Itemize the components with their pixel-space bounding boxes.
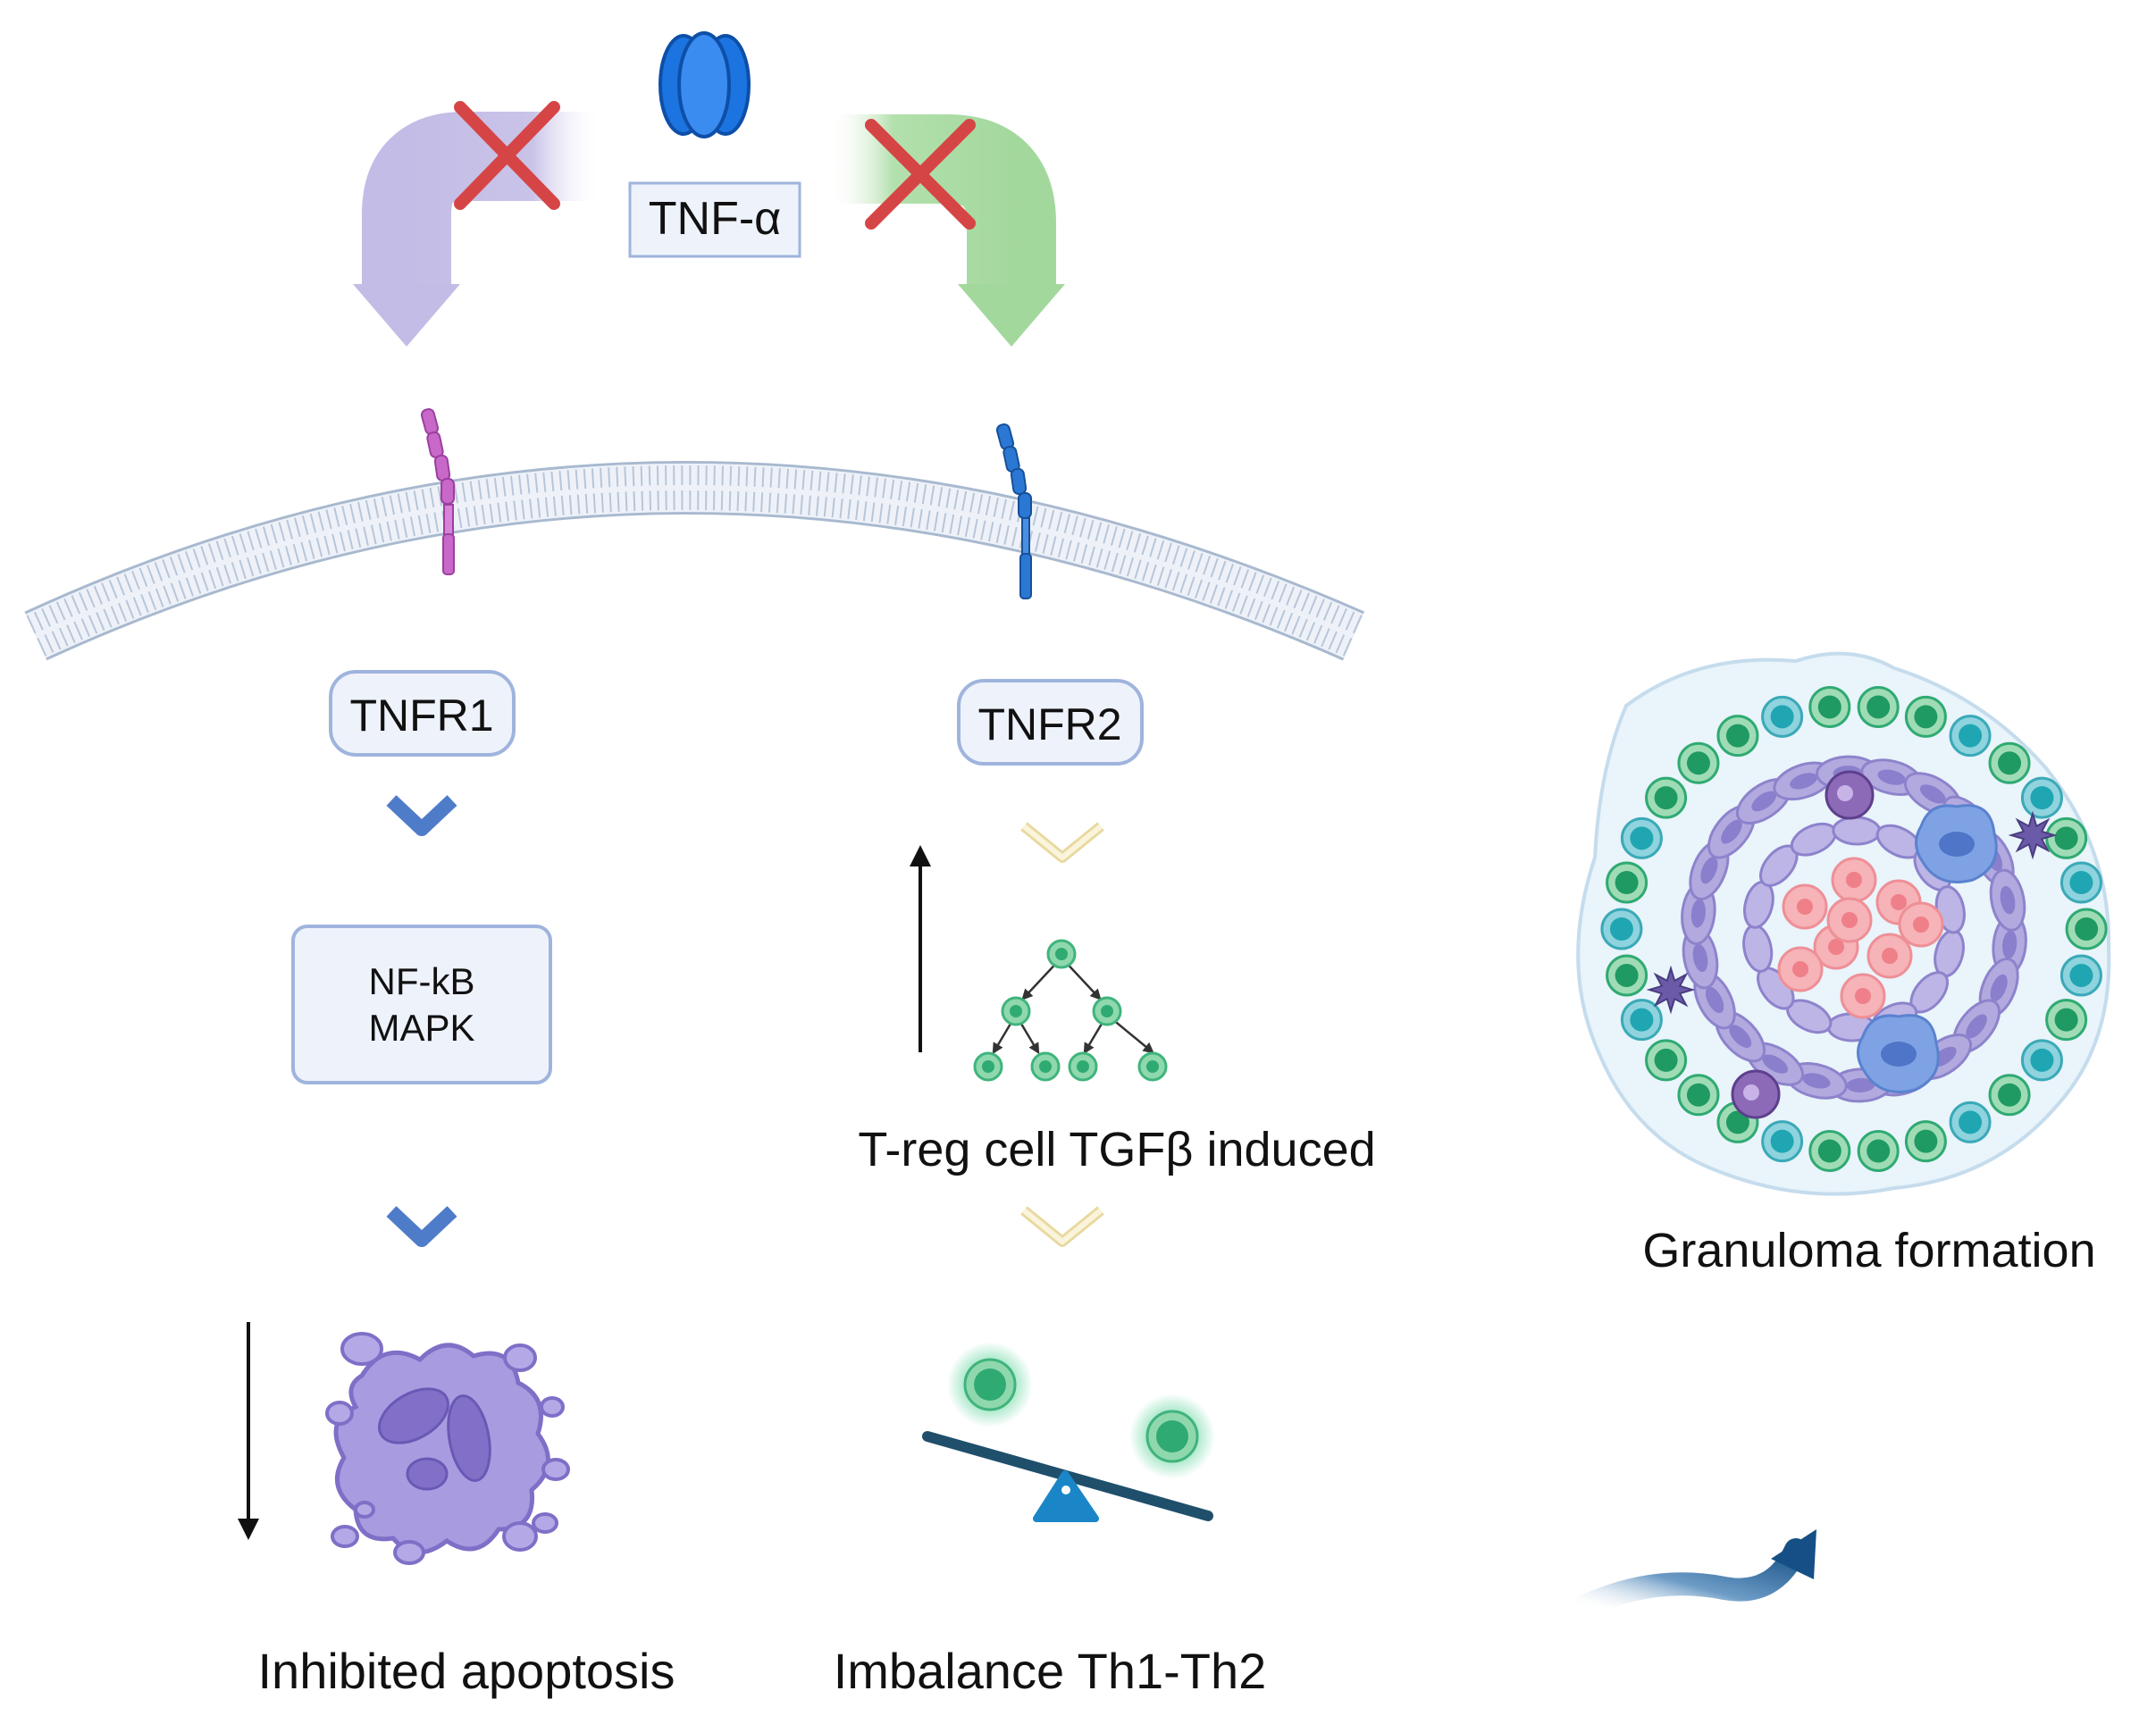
epithelioid-nucleus [1692,943,1708,973]
lymphocyte-nucleus [1630,1008,1654,1032]
necrotic-nucleus [1891,894,1907,910]
necrotic-nucleus [1841,912,1858,928]
epithelioid-nucleus [1990,974,2008,1001]
epithelioid-nucleus [1790,773,1817,790]
chevron-down-icon [1022,824,1103,860]
th1-th2-seesaw-icon [922,1342,1215,1522]
epithelioid-nucleus [1846,1077,1875,1092]
tnfr1-receptor-icon [420,408,455,575]
imbalance-label: Imbalance Th1-Th2 [834,1643,1267,1699]
lymphocyte-nucleus [1615,871,1639,895]
necrotic-nucleus [1846,872,1862,888]
inhibited-apoptosis-label: Inhibited apoptosis [257,1643,675,1699]
granulocyte-granule [1743,1084,1759,1101]
epithelioid-nucleus [1751,791,1777,812]
lymphocyte-nucleus [1867,1139,1891,1163]
lymphocyte-nucleus [1725,1110,1749,1134]
epithelioid-cell [1832,816,1882,846]
curved-arrow-icon [1570,1529,1816,1620]
tnf-alpha-box [628,181,801,258]
lymphocyte-nucleus [2054,1008,2078,1032]
tnfr1-box [329,670,516,757]
chevron-down-icon [386,1206,457,1247]
epithelioid-nucleus [2002,930,2018,959]
lymphocyte-nucleus [2075,917,2099,941]
lymphocyte-nucleus [1686,751,1710,775]
lymphocyte-nucleus [2069,963,2093,987]
giant-macrophage-nucleus [1939,832,1975,857]
epithelioid-nucleus [1802,1073,1831,1089]
chevron-down-icon [386,795,457,836]
necrotic-nucleus [1882,948,1898,964]
dendritic-cell [2008,810,2058,860]
lymphocyte-nucleus [1914,705,1938,729]
left-arrow-to-tnfr1 [353,112,600,347]
epithelioid-nucleus [1762,1054,1789,1074]
lymphocyte-nucleus [1914,1129,1938,1153]
necrotic-nucleus [1828,939,1844,955]
granuloma-icon [1576,651,2111,1196]
chevron-down-icon [1020,822,1104,863]
apoptotic-cell-icon [325,1332,570,1565]
nfkb-label: NF-kB [369,960,475,1002]
tnfr2-label: TNFR2 [977,699,1121,749]
lymphocyte-nucleus [1959,724,1983,748]
lymphocyte-nucleus [2054,826,2078,850]
nfkb-mapk-box [291,925,552,1084]
epithelioid-nucleus [1877,769,1906,785]
epithelioid-nucleus [1919,784,1946,804]
chevron-down-icon [1020,1206,1104,1247]
lymphocyte-nucleus [1725,724,1749,748]
lymphocyte-nucleus [1770,1129,1794,1153]
lymphocyte-nucleus [2030,786,2054,810]
epithelioid-nucleus [1690,899,1706,928]
dendritic-cell [1646,965,1696,1015]
necrotic-nucleus [1792,961,1808,977]
lymphocyte-nucleus [1654,786,1678,810]
necrotic-nucleus [1855,988,1871,1004]
epithelioid-nucleus [1705,986,1724,1014]
treg-proliferation-icon [973,939,1168,1082]
granulocyte-granule [1837,785,1853,801]
lymphocyte-nucleus [1998,1083,2022,1107]
epithelioid-nucleus [1700,857,1718,884]
necrotic-nucleus [1913,917,1929,933]
tnfr2-receptor-icon [995,423,1032,599]
lymphocyte-nucleus [1998,751,2022,775]
epithelioid-nucleus [1729,1025,1752,1049]
lymphocyte-nucleus [2030,1048,2054,1072]
chevron-down-icon [1022,1208,1103,1244]
lymphocyte-nucleus [1609,917,1633,941]
lymphocyte-nucleus [1630,826,1654,850]
treg-label: T-reg cell TGFβ induced [858,1123,1375,1176]
granuloma-label: Granuloma formation [1642,1224,2095,1277]
right-arrow-to-tnfr2 [829,114,1065,347]
lymphocyte-nucleus [1770,705,1794,729]
lymphocyte-nucleus [1817,1139,1841,1163]
left-cross-icon [454,101,560,210]
lymphocyte-nucleus [2069,871,2093,895]
lymphocyte-nucleus [1959,1110,1983,1134]
mapk-label: MAPK [368,1007,474,1049]
cell-membrane [24,461,1365,661]
giant-macrophage-nucleus [1881,1042,1917,1067]
lymphocyte-nucleus [1686,1083,1710,1107]
lymphocyte-nucleus [1817,695,1841,719]
tnfr2-box [957,679,1144,766]
lymphocyte-nucleus [1615,963,1639,987]
epithelioid-nucleus [1721,819,1742,844]
epithelioid-nucleus [1966,1014,1987,1039]
tnf-alpha-trimer-icon [659,31,751,138]
tnf-alpha-label: TNF-α [649,193,781,245]
necrotic-nucleus [1797,899,1813,915]
tnfr1-label: TNFR1 [349,691,493,741]
epithelioid-nucleus [2000,885,2016,915]
lymphocyte-nucleus [1654,1048,1678,1072]
lymphocyte-nucleus [1867,695,1891,719]
right-cross-icon [865,119,976,230]
